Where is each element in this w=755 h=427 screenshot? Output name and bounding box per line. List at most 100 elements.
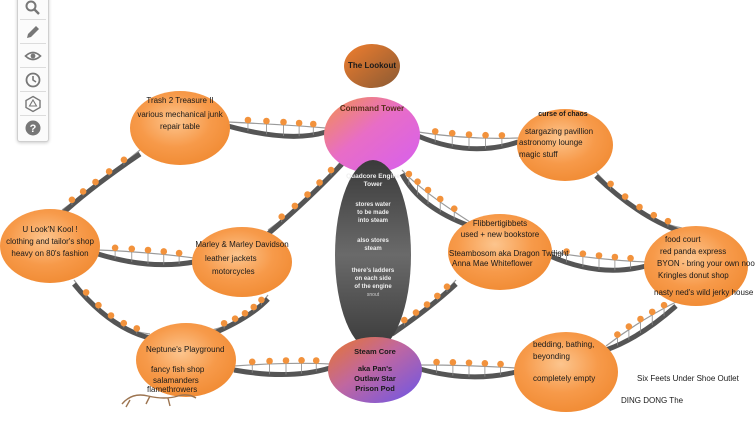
curse-line: stargazing pavillion [525,127,594,136]
free-text-six-feets[interactable]: Six Feets Under Shoe Outlet [637,374,739,383]
bedding-line: bedding, bathing, [533,340,595,349]
engine-title: Quadcore Engine Tower [346,173,400,189]
steam-core-title: Steam Core [354,347,396,356]
neptune-line: fancy fish shop [151,365,205,374]
bridge-bead [291,202,299,210]
bridge-looknkool-marley[interactable] [97,244,195,268]
bridge-bead [405,170,413,178]
bridge-bead [241,309,249,317]
flibbertigibbets-node[interactable] [448,214,552,290]
bridge-bead [424,186,432,194]
engine-tower-node[interactable] [335,160,411,350]
marley-line: leather jackets [205,254,257,263]
trash-line: Trash 2 Treasure II [146,96,214,105]
bridge-bead [607,180,614,188]
bridge-bead [68,196,76,204]
bridge-bead [497,360,504,368]
bridge-bead [650,211,658,219]
bridge-marley-command[interactable] [266,159,344,236]
marley-davidson-node[interactable] [192,227,292,297]
search-tool-button[interactable] [21,0,45,19]
look-n-kool-node[interactable] [0,209,100,283]
trash-treasure-node[interactable] [130,91,230,165]
free-text-ding-dong[interactable]: DING DONG The [621,396,684,405]
bridge-bead [231,315,239,322]
command-tower-node[interactable] [324,97,420,173]
steam-core-node[interactable] [328,337,422,403]
bridge-bead [111,244,119,252]
bridge-bead [664,217,672,225]
bridge-command-flibber[interactable] [399,169,471,229]
bridge-bead [282,357,290,364]
bridge-rail [605,304,678,353]
bridge-bead [621,193,629,200]
command-tower-title: Command Tower [339,104,405,113]
bridge-bead [107,312,115,319]
steam-core-line: Outlaw Star [354,374,396,383]
bridge-food-bedding[interactable] [605,301,678,353]
eye-icon [24,51,42,61]
bridge-bead [625,323,633,330]
bridge-curse-food[interactable] [594,171,683,235]
bridge-bead [309,120,317,128]
neptune-title: Neptune's Playground [146,345,225,354]
bedding-bathing-node[interactable] [514,332,618,412]
steam-core-line: Prison Pod [355,384,395,393]
flibber-line: Anna Mae Whiteflower [452,259,533,268]
bridge-bead [563,248,570,255]
curse-of-chaos-node[interactable] [517,109,613,181]
bridge-bead [498,132,506,139]
curse-line: magic stuff [519,150,558,159]
bridge-rail [227,123,327,139]
bridge-bead [414,178,421,185]
marley-line: Marley & Marley Davidson [195,240,289,249]
bridge-rail [266,162,344,236]
bridge-engine-steam[interactable] [390,279,458,337]
bridge-command-curse[interactable] [417,128,519,152]
help-tool-button[interactable]: ? [21,117,45,139]
clock-icon [25,72,41,88]
lookout-title: The Lookout [348,61,396,70]
bridge-rail [419,366,517,380]
engine-line: to be made [357,210,389,216]
bridge-looknkool-neptune[interactable] [72,279,151,341]
bridge-bead [263,117,270,125]
pencil-icon [27,26,39,38]
engine-line: there's ladders [351,268,395,274]
bridge-bead [327,166,335,174]
bridge-rope [605,301,677,347]
visibility-tool-button[interactable] [21,45,45,67]
bridge-bead [248,358,256,366]
engine-footer: snout [366,292,380,298]
curse-line: astronomy lounge [519,138,583,147]
bridge-flibber-food[interactable] [548,248,647,273]
bridge-bead [614,331,621,338]
food-court-node[interactable] [644,226,748,306]
bridge-steam-bedding[interactable] [419,358,517,380]
bridge-bead [266,357,273,365]
neptune-line: flamethrowers [147,385,198,394]
bridge-bead [611,253,619,261]
bridge-bead [298,357,305,364]
bridge-neptune-marley[interactable] [211,294,270,337]
bridge-bead [304,191,311,198]
draw-tool-button[interactable] [21,21,45,43]
bridge-bead [412,309,420,316]
bridge-bead [95,301,102,309]
marley-line: motorcycles [212,267,255,276]
engine-line: on each side [354,276,392,282]
lookout-node[interactable] [344,44,400,88]
bridge-bead [482,131,489,139]
flibber-line: Steambosom aka Dragon Twilight [449,249,569,258]
look-n-kool-line: clothing and tailor's shop [6,237,94,246]
bridge-bead [128,245,136,253]
bridge-trash-command[interactable] [227,116,327,139]
bridge-neptune-steam[interactable] [233,357,331,377]
food-line: Kringles donut shop [658,271,729,280]
history-tool-button[interactable] [21,69,45,91]
dice-tool-button[interactable] [21,93,45,115]
bridge-trash-looknkool[interactable] [60,149,142,216]
bedding-line: beyonding [533,352,570,361]
engine-line: into steam [357,218,389,224]
neptune-playground-node[interactable] [136,323,236,397]
